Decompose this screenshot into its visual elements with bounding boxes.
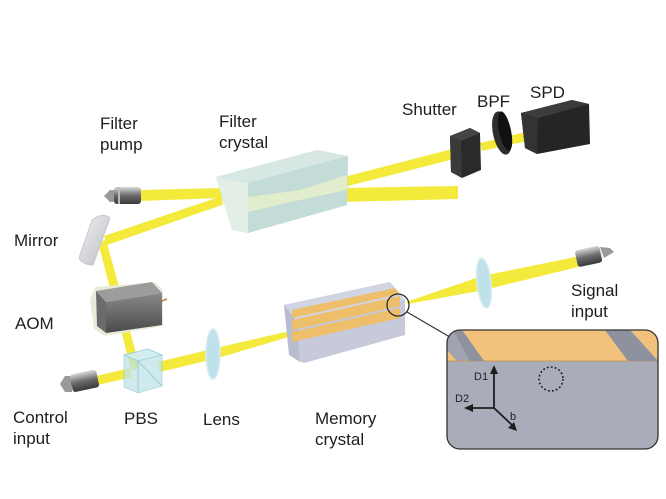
mirror-icon [78, 214, 111, 266]
label-control-input: Control input [13, 408, 68, 448]
axis-label-d2: D2 [455, 393, 469, 405]
label-bpf: BPF [477, 92, 511, 111]
pbs-cube-icon [122, 348, 164, 394]
shutter-icon [450, 128, 481, 178]
beam-signal-input [482, 256, 582, 290]
label-memory-crystal: Memory crystal [315, 409, 377, 449]
electrode-strip [292, 308, 400, 342]
beam-filter-dump [340, 186, 458, 202]
signal-lens-icon [475, 257, 493, 309]
beam-spot-circle [538, 366, 564, 392]
inset-electrode-main [462, 330, 628, 361]
beam-control-input [96, 368, 132, 385]
beam-mirror-to-filter [104, 196, 222, 245]
inset-gap [605, 330, 658, 361]
aom-icon [90, 282, 168, 336]
label-spd: SPD [530, 83, 565, 102]
label-shutter: Shutter [402, 100, 457, 119]
laser-beams [96, 131, 582, 385]
control-input-fiber-icon [60, 369, 100, 392]
zoom-connector-line [406, 311, 456, 341]
axis-label-b: b [510, 411, 516, 423]
beam-filter-to-shutter [340, 147, 462, 188]
inset-zoom-panel: D1 D2 b [446, 329, 659, 450]
label-lens: Lens [203, 410, 240, 429]
inset-electrode-left [447, 350, 457, 361]
signal-input-fiber-icon [575, 246, 614, 267]
memory-crystal-icon [284, 282, 456, 363]
inset-gap [453, 330, 484, 361]
beam-pbs-to-lens [158, 349, 214, 372]
electrode-strip [292, 288, 400, 318]
beam-mirror-to-aom [98, 240, 120, 292]
beam-memory-to-lens [406, 276, 484, 304]
zoom-circle [386, 293, 410, 317]
label-filter-crystal: Filter crystal [219, 112, 269, 152]
filter-pump-fiber-icon [104, 187, 141, 204]
beam-lens-to-memory [216, 331, 292, 358]
label-aom: AOM [15, 314, 54, 333]
electrode-strip [292, 296, 400, 330]
filter-crystal-icon [216, 150, 348, 233]
beam-filter-pump [140, 188, 222, 201]
crystal-axes [464, 365, 517, 431]
axis-label-d1: D1 [474, 371, 488, 383]
label-filter-pump: Filter pump [100, 114, 143, 154]
bpf-filter-icon [492, 111, 513, 155]
control-lens-icon [205, 328, 221, 380]
label-pbs: PBS [124, 409, 159, 428]
label-signal-input: Signal input [571, 281, 619, 321]
spd-detector-icon [521, 100, 590, 154]
label-mirror: Mirror [14, 231, 59, 250]
